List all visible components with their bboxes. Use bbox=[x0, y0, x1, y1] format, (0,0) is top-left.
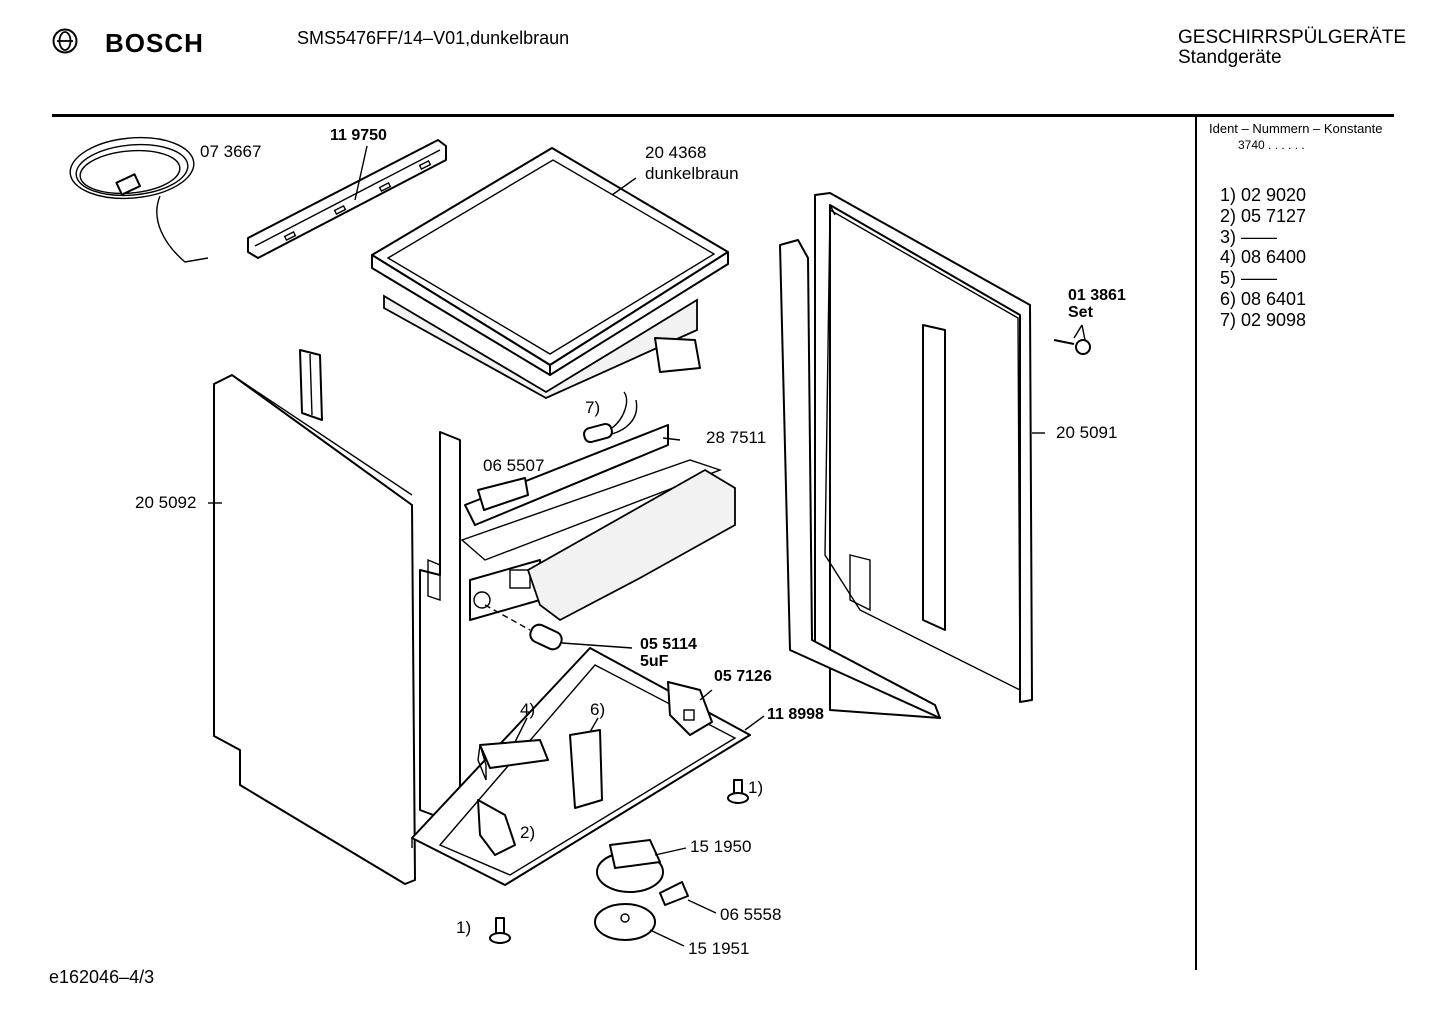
power-cord-drawing bbox=[69, 136, 209, 263]
drawing-number: e162046–4/3 bbox=[49, 967, 155, 987]
category-line-2: Standgeräte bbox=[1178, 47, 1282, 68]
header-divider bbox=[52, 114, 1394, 117]
model-number: SMS5476FF/14–V01,dunkelbraun bbox=[297, 28, 570, 48]
door-hinge-bracket-drawing bbox=[667, 681, 713, 736]
adjustable-foot-left-drawing bbox=[489, 917, 511, 944]
bosch-armature-logo-icon bbox=[52, 28, 78, 54]
exploded-parts-drawing bbox=[69, 136, 1091, 947]
connector-bracket-drawing bbox=[477, 477, 529, 511]
footnote-item: 4) 08 6400 bbox=[1220, 247, 1307, 268]
part-label-side-panel: 20 5092 bbox=[135, 493, 197, 512]
part-label-fn2: 2) bbox=[520, 823, 536, 842]
part-6-drawing bbox=[569, 717, 603, 809]
ident-heading: Ident – Nummern – Konstante bbox=[1209, 121, 1383, 136]
part-label-screw-set-note: Set bbox=[1068, 304, 1093, 321]
worktop-drawing bbox=[371, 147, 729, 400]
screw-set-drawing bbox=[1053, 324, 1091, 355]
left-side-panel-drawing bbox=[213, 349, 416, 885]
top-rail-drawing bbox=[247, 139, 447, 259]
part-label-screw-set: 01 3861 bbox=[1068, 287, 1126, 304]
brand-logo: BOSCH bbox=[50, 26, 203, 61]
footnote-list: 1) 02 9020 2) 05 7127 3) —— 4) 08 6400 5… bbox=[1220, 185, 1306, 331]
adjustable-foot-right-drawing bbox=[727, 779, 749, 804]
footnote-item: 2) 05 7127 bbox=[1220, 205, 1307, 226]
part-4-drawing bbox=[477, 717, 549, 781]
right-door-frame-drawing bbox=[779, 192, 1033, 719]
part-label-fn1-right: 1) bbox=[748, 778, 764, 797]
footnote-item: 1) 02 9020 bbox=[1220, 185, 1307, 205]
pump-housing-drawing bbox=[596, 839, 687, 893]
sidebar-divider bbox=[1195, 117, 1197, 970]
part-label-connector: 06 5507 bbox=[483, 456, 545, 475]
part-label-door-frame: 20 5091 bbox=[1056, 423, 1118, 442]
front-panel-drawing bbox=[460, 424, 736, 622]
part-label-rail: 11 9750 bbox=[330, 127, 387, 144]
ident-constant: 3740 . . . . . . bbox=[1238, 138, 1305, 152]
footnote-item: 7) 02 9098 bbox=[1220, 309, 1307, 330]
capacitor-5uf-drawing bbox=[484, 604, 633, 651]
part-label-fn1-left: 1) bbox=[456, 918, 472, 937]
part-label-base-tray: 11 8998 bbox=[767, 706, 824, 723]
part-label-worktop-color: dunkelbraun bbox=[645, 164, 739, 183]
part-label-fn6: 6) bbox=[590, 700, 606, 719]
part-label-disc: 15 1951 bbox=[688, 939, 750, 958]
part-label-capacitor: 05 5114 bbox=[640, 636, 697, 653]
footnote-item: 5) —— bbox=[1220, 268, 1278, 289]
part-label-fn7: 7) bbox=[585, 398, 601, 417]
part-label-pump-housing: 15 1950 bbox=[690, 837, 752, 856]
part-label-front-member: 28 7511 bbox=[706, 428, 767, 447]
part-label-capacitor-value: 5uF bbox=[640, 653, 669, 670]
part-label-worktop: 20 4368 bbox=[645, 143, 707, 162]
footnote-item: 6) 08 6401 bbox=[1220, 288, 1307, 309]
part-label-cord: 07 3667 bbox=[200, 142, 262, 161]
part-label-clip: 06 5558 bbox=[720, 905, 782, 924]
category: GESCHIRRSPÜLGERÄTE Standgeräte bbox=[1178, 28, 1406, 68]
clip-drawing bbox=[659, 881, 717, 914]
inner-upright-drawing bbox=[419, 431, 461, 826]
part-label-fn4: 4) bbox=[520, 700, 536, 719]
capacitor-7-drawing bbox=[583, 391, 638, 444]
category-line-1: GESCHIRRSPÜLGERÄTE bbox=[1178, 27, 1407, 48]
part-2-drawing bbox=[477, 799, 516, 856]
part-label-hinge-bracket: 05 7126 bbox=[714, 668, 772, 685]
disc-drawing bbox=[594, 903, 685, 947]
brand-name: BOSCH bbox=[105, 28, 204, 58]
footnote-item: 3) —— bbox=[1220, 226, 1278, 247]
